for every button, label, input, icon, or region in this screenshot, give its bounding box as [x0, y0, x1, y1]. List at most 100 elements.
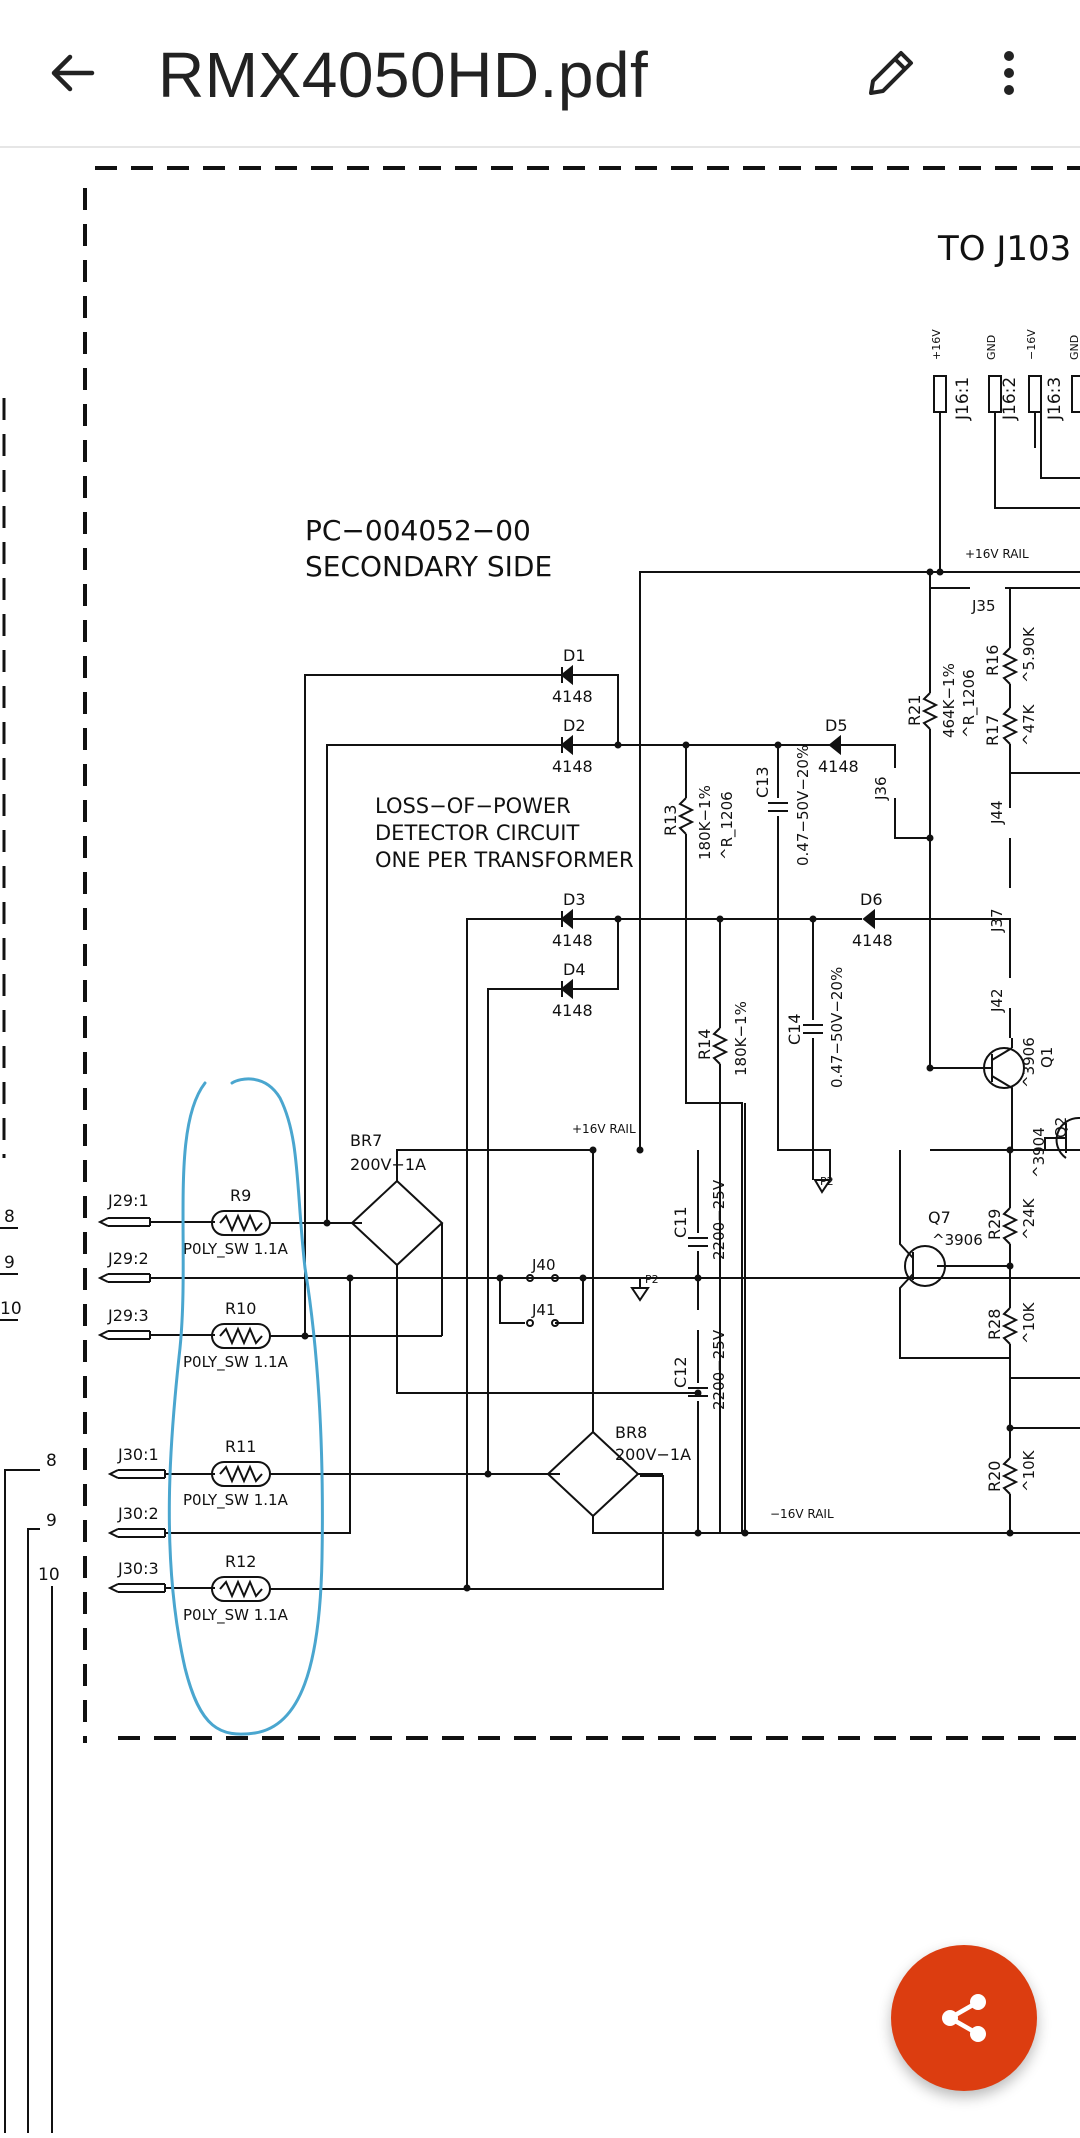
arrow-left-icon	[51, 54, 95, 92]
j35-label: J35	[971, 597, 996, 615]
j37-label: J37	[988, 908, 1006, 933]
d2-value: 4148	[552, 757, 593, 776]
conn-label-n16v: −16V	[1025, 329, 1038, 360]
r14-label: R14	[695, 1029, 714, 1060]
j29-2-label: J29:2	[107, 1249, 149, 1268]
j16-3-label: J16:3	[1045, 377, 1065, 421]
left-pin-8-b: 8	[46, 1451, 57, 1471]
c11-value: 2200−25V	[710, 1179, 728, 1260]
r17-value: ^47K	[1020, 703, 1038, 746]
pos-rail-label: +16V RAIL	[965, 547, 1029, 561]
r10-value: P0LY_SW 1.1A	[183, 1353, 289, 1372]
r20-label: R20	[985, 1461, 1004, 1492]
j44-label: J44	[988, 800, 1006, 825]
q1-value: ^3906	[1020, 1037, 1038, 1088]
j30-3-label: J30:3	[117, 1559, 159, 1578]
d5-label: D5	[825, 716, 848, 735]
r20-value: ^10K	[1020, 1449, 1038, 1492]
j30-1-label: J30:1	[117, 1445, 159, 1464]
share-button[interactable]	[891, 1945, 1037, 2091]
r12-value: P0LY_SW 1.1A	[183, 1606, 289, 1625]
r16-label: R16	[983, 645, 1002, 676]
r29-value: ^24K	[1020, 1197, 1038, 1240]
schematic-drawing: TO J103 PC−004052−00 SECONDARY SIDE LOSS…	[0, 166, 1080, 2133]
j40-label: J40	[531, 1256, 556, 1274]
d3-label: D3	[563, 890, 586, 909]
c14-value: 0.47−50V−20%	[828, 967, 846, 1088]
c14-label: C14	[785, 1013, 804, 1045]
c11-label: C11	[671, 1206, 690, 1238]
note-line-1: LOSS−OF−POWER	[375, 794, 571, 818]
conn-label-gnd2: GND	[1068, 335, 1080, 360]
p2-label-a: P2	[645, 1273, 659, 1286]
j36-label: J36	[872, 776, 890, 801]
r10-label: R10	[225, 1299, 256, 1318]
app-bar: RMX4050HD.pdf	[0, 0, 1080, 148]
d2-label: D2	[563, 716, 586, 735]
r17-label: R17	[983, 715, 1002, 746]
j16-1-label: J16:1	[953, 377, 973, 421]
board-side: SECONDARY SIDE	[305, 550, 552, 583]
left-pin-10-a: 10	[0, 1299, 22, 1319]
q1-label: Q1	[1038, 1047, 1056, 1068]
r28-value: ^10K	[1020, 1301, 1038, 1344]
r13-value: 180K−1%	[696, 785, 714, 860]
c13-value: 0.47−50V−20%	[794, 745, 812, 866]
share-icon	[942, 1994, 986, 2042]
conn-label-p16v: +16V	[930, 329, 943, 360]
more-vert-icon	[1004, 51, 1014, 95]
j30-2-label: J30:2	[117, 1504, 159, 1523]
br8-label: BR8	[615, 1423, 647, 1442]
sheet-header: TO J103	[937, 229, 1071, 269]
c12-label: C12	[671, 1356, 690, 1388]
d1-label: D1	[563, 646, 586, 665]
conn-label-gnd1: GND	[985, 335, 998, 360]
r13-package: ^R_1206	[718, 791, 737, 860]
d5-value: 4148	[818, 757, 859, 776]
pdf-page-viewport[interactable]: TO J103 PC−004052−00 SECONDARY SIDE LOSS…	[0, 148, 1080, 2133]
d4-label: D4	[563, 960, 586, 979]
j29-1-label: J29:1	[107, 1191, 149, 1210]
j41-label: J41	[531, 1301, 556, 1319]
br8-value: 200V−1A	[615, 1445, 691, 1464]
c12-value: 2200−25V	[710, 1329, 728, 1410]
back-button[interactable]	[40, 40, 106, 106]
edit-button[interactable]	[858, 40, 924, 106]
left-pin-9-b: 9	[46, 1511, 57, 1531]
d1-value: 4148	[552, 687, 593, 706]
annotation-loop	[167, 1077, 324, 1736]
r21-value: 464K−1%	[940, 663, 958, 738]
note-line-2: DETECTOR CIRCUIT	[375, 821, 579, 845]
q2-label: Q2	[1052, 1117, 1070, 1138]
d4-value: 4148	[552, 1001, 593, 1020]
more-options-button[interactable]	[984, 40, 1034, 106]
br7-label: BR7	[350, 1131, 382, 1150]
c13-label: C13	[753, 766, 772, 798]
board-outline	[83, 166, 1080, 1743]
d6-label: D6	[860, 890, 883, 909]
board-id: PC−004052−00	[305, 514, 531, 547]
q2-value: ^3904	[1030, 1127, 1048, 1178]
r12-label: R12	[225, 1552, 256, 1571]
d3-value: 4148	[552, 931, 593, 950]
r14-value: 180K−1%	[732, 1001, 750, 1076]
r11-label: R11	[225, 1437, 256, 1456]
pos-rail-label-small: +16V RAIL	[572, 1122, 636, 1136]
left-pin-9-a: 9	[4, 1253, 15, 1273]
r29-label: R29	[985, 1209, 1004, 1240]
r28-label: R28	[985, 1309, 1004, 1340]
r9-label: R9	[230, 1186, 251, 1205]
r16-value: ^5.90K	[1020, 626, 1038, 683]
r13-label: R13	[661, 805, 680, 836]
d6-value: 4148	[852, 931, 893, 950]
j16-2-label: J16:2	[1000, 377, 1020, 421]
left-pin-8-a: 8	[4, 1207, 15, 1227]
r21-label: R21	[905, 695, 924, 726]
p2-label-b: P2	[820, 1175, 834, 1188]
left-pin-10-b: 10	[38, 1565, 60, 1585]
pencil-icon	[869, 51, 913, 95]
br7-value: 200V−1A	[350, 1155, 426, 1174]
j29-3-label: J29:3	[107, 1306, 149, 1325]
r9-value: P0LY_SW 1.1A	[183, 1240, 289, 1259]
note-line-3: ONE PER TRANSFORMER	[375, 848, 634, 872]
